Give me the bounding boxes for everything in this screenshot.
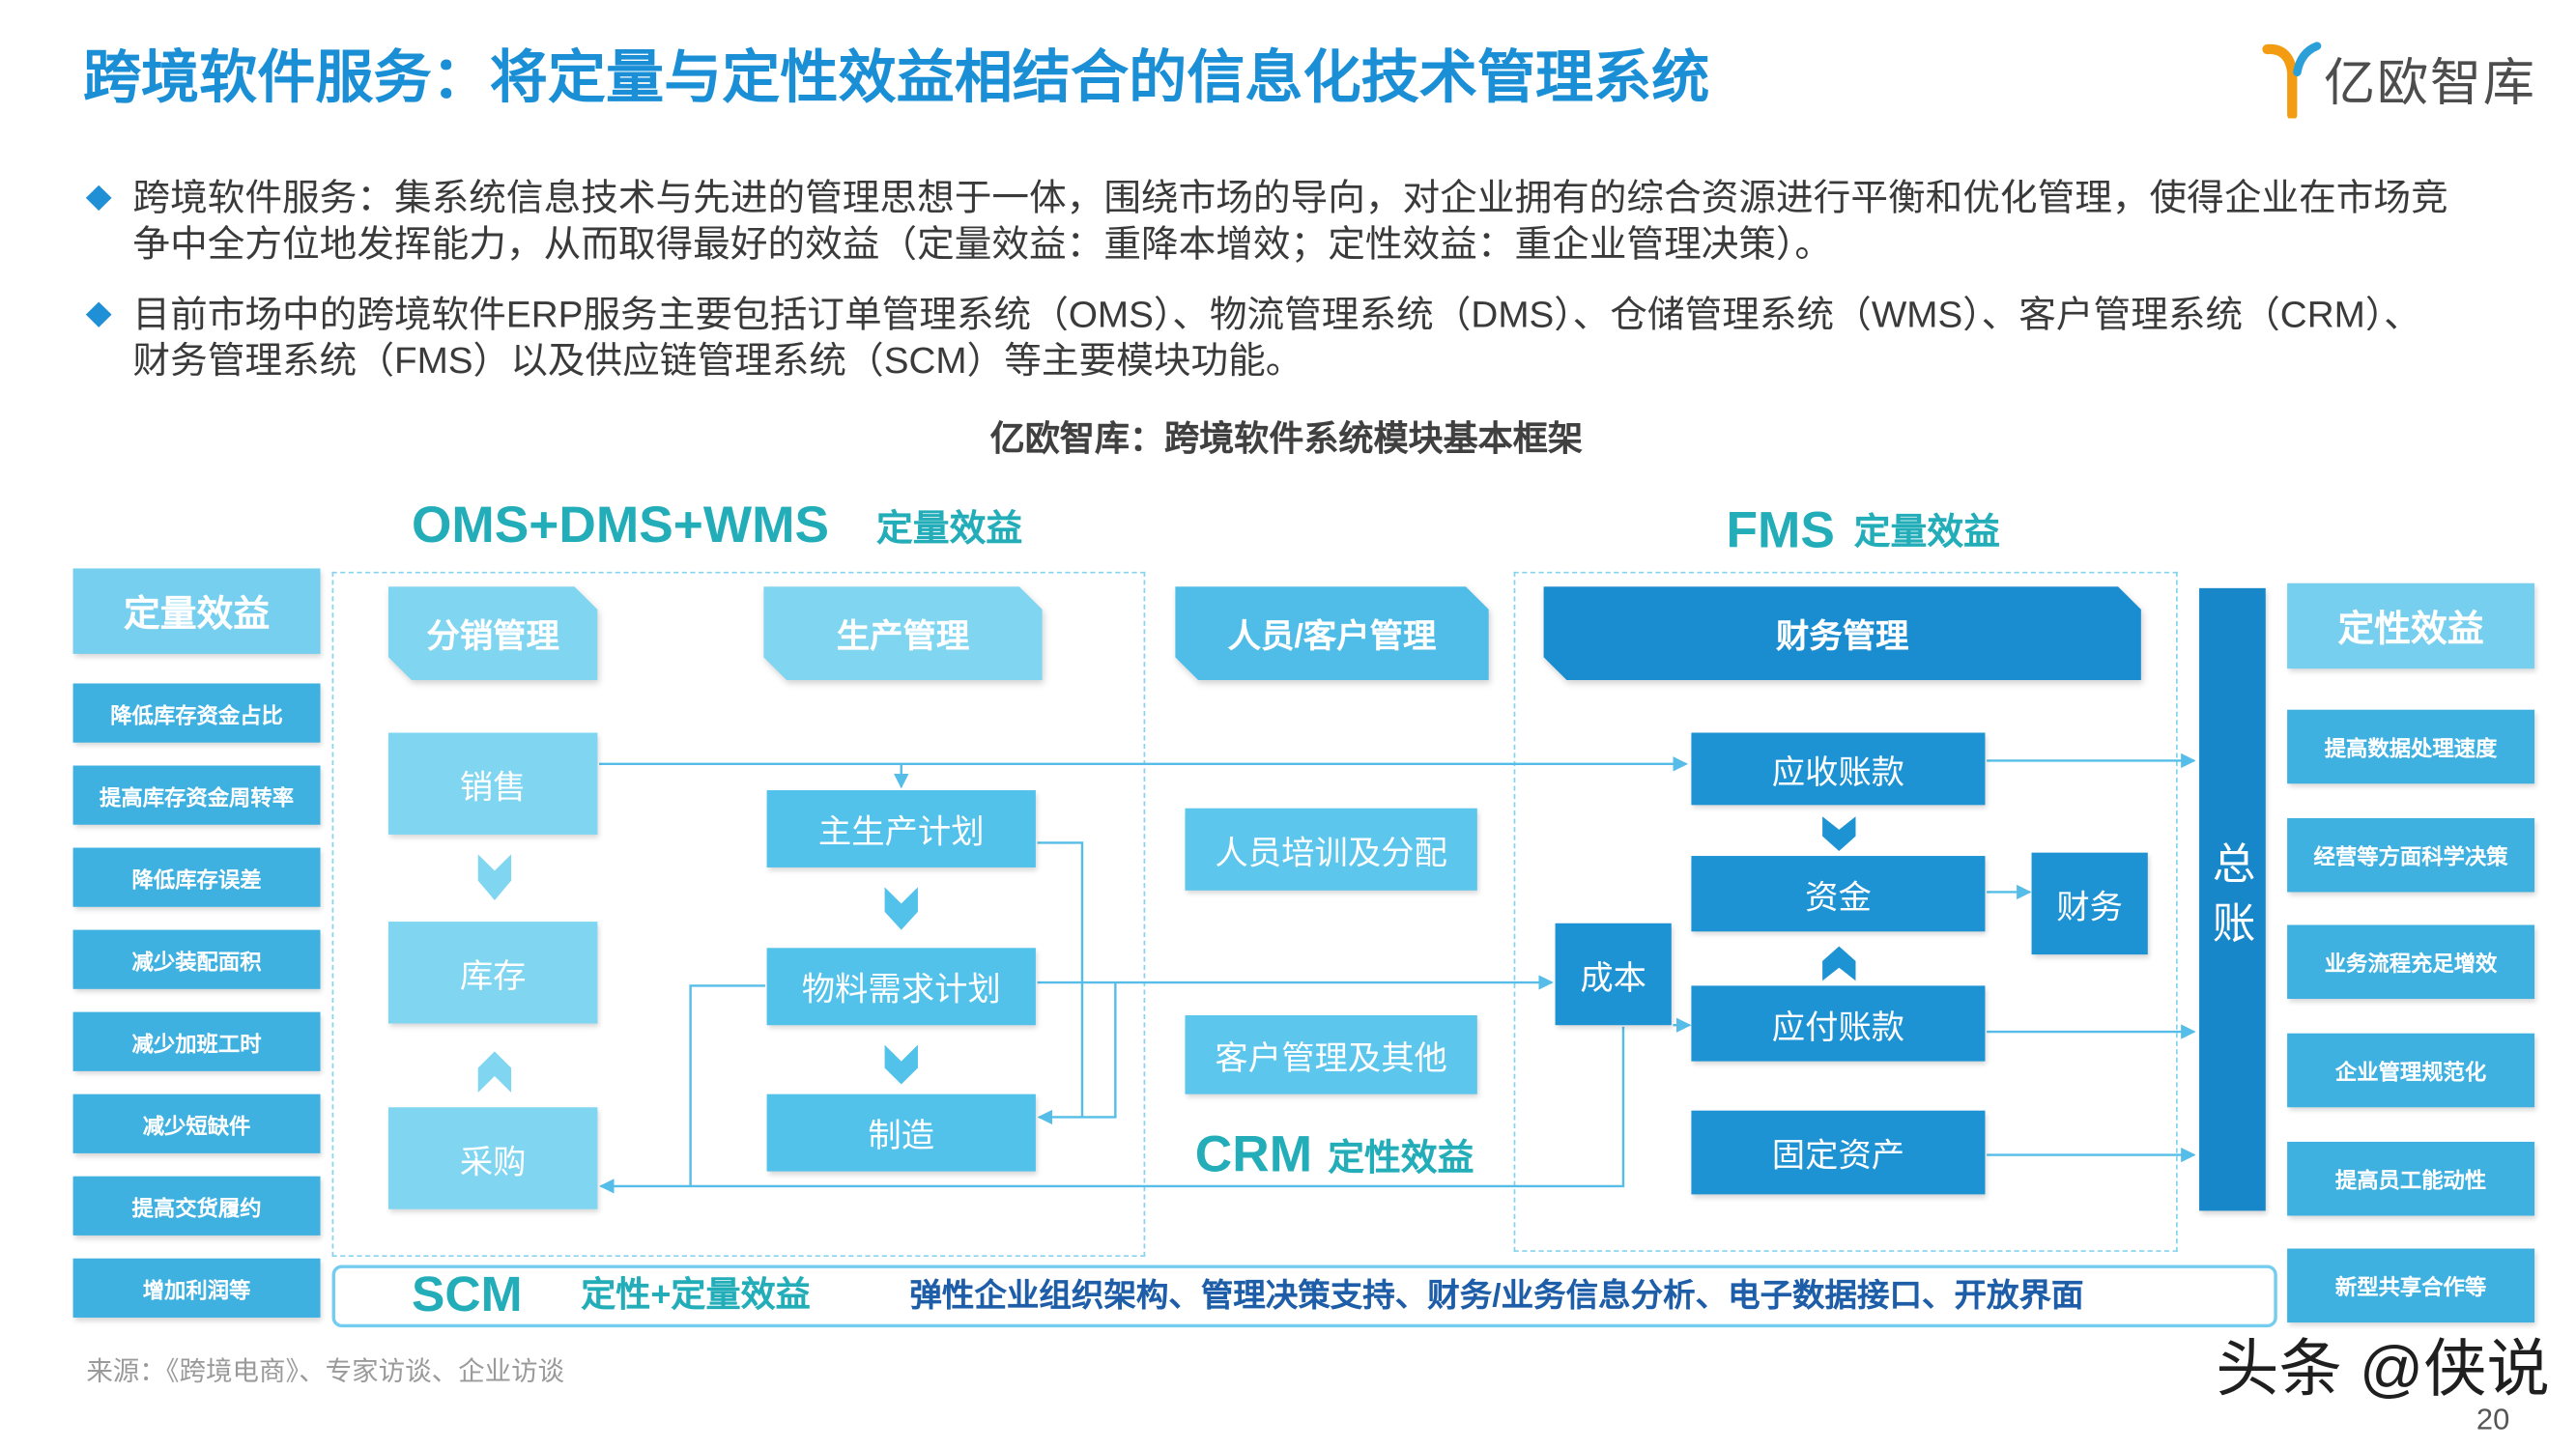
oms-section-title: OMS+DMS+WMS [412, 496, 829, 554]
crm-header: 人员/客户管理 [1175, 586, 1489, 680]
cost-box: 成本 [1555, 923, 1672, 1026]
inventory-box: 库存 [387, 922, 598, 1024]
crm-section-title: CRM [1194, 1124, 1313, 1183]
page-title: 跨境软件服务：将定量与定性效益相结合的信息化技术管理系统 [82, 45, 1710, 110]
quantitative-benefits-header: 定量效益 [72, 568, 321, 654]
scm-section-title: SCM [412, 1267, 523, 1323]
chevron-down-icon [477, 854, 512, 900]
distribution-header: 分销管理 [388, 586, 597, 680]
qualitative-benefits-header: 定性效益 [2287, 582, 2535, 669]
bullet-line: 跨境软件服务：集系统信息技术与先进的管理思想于一体，围绕市场的导向，对企业拥有的… [132, 177, 2448, 219]
bullet-line: 财务管理系统（FMS）以及供应链管理系统（SCM）等主要模块功能。 [132, 340, 1303, 382]
arrow-mrp-to-manufacturing [1037, 982, 1117, 1125]
general-ledger-bar: 总账 [2199, 587, 2266, 1211]
finance-header-label: 财务管理 [1544, 586, 2141, 680]
diagram-caption: 亿欧智库：跨境软件系统模块基本框架 [989, 420, 1583, 459]
quantitative-benefit-item: 增加利润等 [72, 1258, 321, 1318]
purchasing-box: 采购 [387, 1107, 598, 1209]
fms-section-title: FMS [1726, 500, 1835, 559]
qualitative-benefit-item: 提高数据处理速度 [2287, 709, 2535, 784]
line-master-plan-to-manufacturing [1037, 841, 1084, 1118]
quantitative-benefit-item: 减少短缺件 [72, 1094, 321, 1153]
fms-benefit-label: 定量效益 [1853, 510, 2000, 553]
fms-group-frame [1513, 571, 2178, 1252]
chevron-down-icon [884, 887, 918, 930]
production-header-label: 生产管理 [763, 586, 1043, 680]
source-note: 来源：《跨境电商》、专家访谈、企业访谈 [86, 1358, 565, 1387]
scm-benefit-label: 定性+定量效益 [581, 1276, 811, 1315]
quantitative-benefit-item: 减少加班工时 [72, 1011, 321, 1071]
quantitative-benefit-item: 提高库存资金周转率 [72, 765, 321, 825]
bullet-line: 目前市场中的跨境软件ERP服务主要包括订单管理系统（OMS）、物流管理系统（DM… [132, 294, 2421, 335]
quantitative-benefit-item: 减少装配面积 [72, 929, 321, 989]
bullet-paragraph: 目前市场中的跨境软件ERP服务主要包括订单管理系统（OMS）、物流管理系统（DM… [132, 293, 2420, 384]
scm-features-text: 弹性企业组织架构、管理决策支持、财务/业务信息分析、电子数据接口、开放界面 [909, 1278, 2084, 1315]
distribution-header-label: 分销管理 [388, 586, 597, 680]
funds-box: 资金 [1691, 856, 1986, 932]
sales-box: 销售 [387, 732, 598, 835]
quantitative-benefit-item: 降低库存误差 [72, 847, 321, 907]
production-header: 生产管理 [763, 586, 1043, 680]
logo-text: 亿欧智库 [2323, 54, 2536, 112]
qualitative-benefit-item: 企业管理规范化 [2287, 1033, 2535, 1108]
crm-header-label: 人员/客户管理 [1175, 586, 1489, 680]
material-requirements-plan-box: 物料需求计划 [766, 948, 1036, 1026]
qualitative-benefit-item: 业务流程充足增效 [2287, 924, 2535, 1000]
fixed-assets-box: 固定资产 [1691, 1110, 1986, 1195]
arrow-cost-to-purchasing [599, 1026, 1625, 1194]
quantitative-benefit-item: 降低库存资金占比 [72, 683, 321, 743]
general-ledger-label: 总账 [2206, 839, 2257, 959]
crm-benefit-label: 定性效益 [1328, 1136, 1474, 1179]
yiou-logo-icon [2262, 42, 2322, 119]
bullet-line: 争中全方位地发挥能力，从而取得最好的效益（定量效益：重降本增效；定性效益：重企业… [132, 223, 1833, 265]
quantitative-benefit-item: 提高交货履约 [72, 1176, 321, 1236]
chevron-down-icon [884, 1044, 918, 1085]
qualitative-benefit-item: 新型共享合作等 [2287, 1248, 2535, 1323]
scm-bar: SCM 定性+定量效益 弹性企业组织架构、管理决策支持、财务/业务信息分析、电子… [331, 1264, 2277, 1328]
watermark: 头条 @侠说 [2216, 1335, 2550, 1406]
accounts-payable-box: 应付账款 [1691, 985, 1986, 1062]
chevron-up-icon [1822, 946, 1856, 981]
customer-management-box: 客户管理及其他 [1185, 1015, 1477, 1094]
manufacturing-box: 制造 [766, 1094, 1036, 1172]
finance-box: 财务 [2031, 852, 2148, 955]
page-number: 20 [2476, 1403, 2510, 1436]
master-production-plan-box: 主生产计划 [766, 790, 1036, 867]
qualitative-benefit-item: 经营等方面科学决策 [2287, 817, 2535, 893]
oms-benefit-label: 定量效益 [875, 507, 1023, 550]
bullet-paragraph: 跨境软件服务：集系统信息技术与先进的管理思想于一体，围绕市场的导向，对企业拥有的… [132, 176, 2447, 268]
staff-training-box: 人员培训及分配 [1185, 808, 1477, 891]
chevron-down-icon [1822, 816, 1856, 851]
chevron-up-icon [477, 1051, 512, 1093]
oms-group-frame [331, 571, 1146, 1258]
line-mrp-to-purchasing [689, 984, 765, 1186]
accounts-receivable-box: 应收账款 [1691, 732, 1986, 806]
qualitative-benefit-item: 提高员工能动性 [2287, 1141, 2535, 1216]
finance-header: 财务管理 [1544, 586, 2141, 680]
